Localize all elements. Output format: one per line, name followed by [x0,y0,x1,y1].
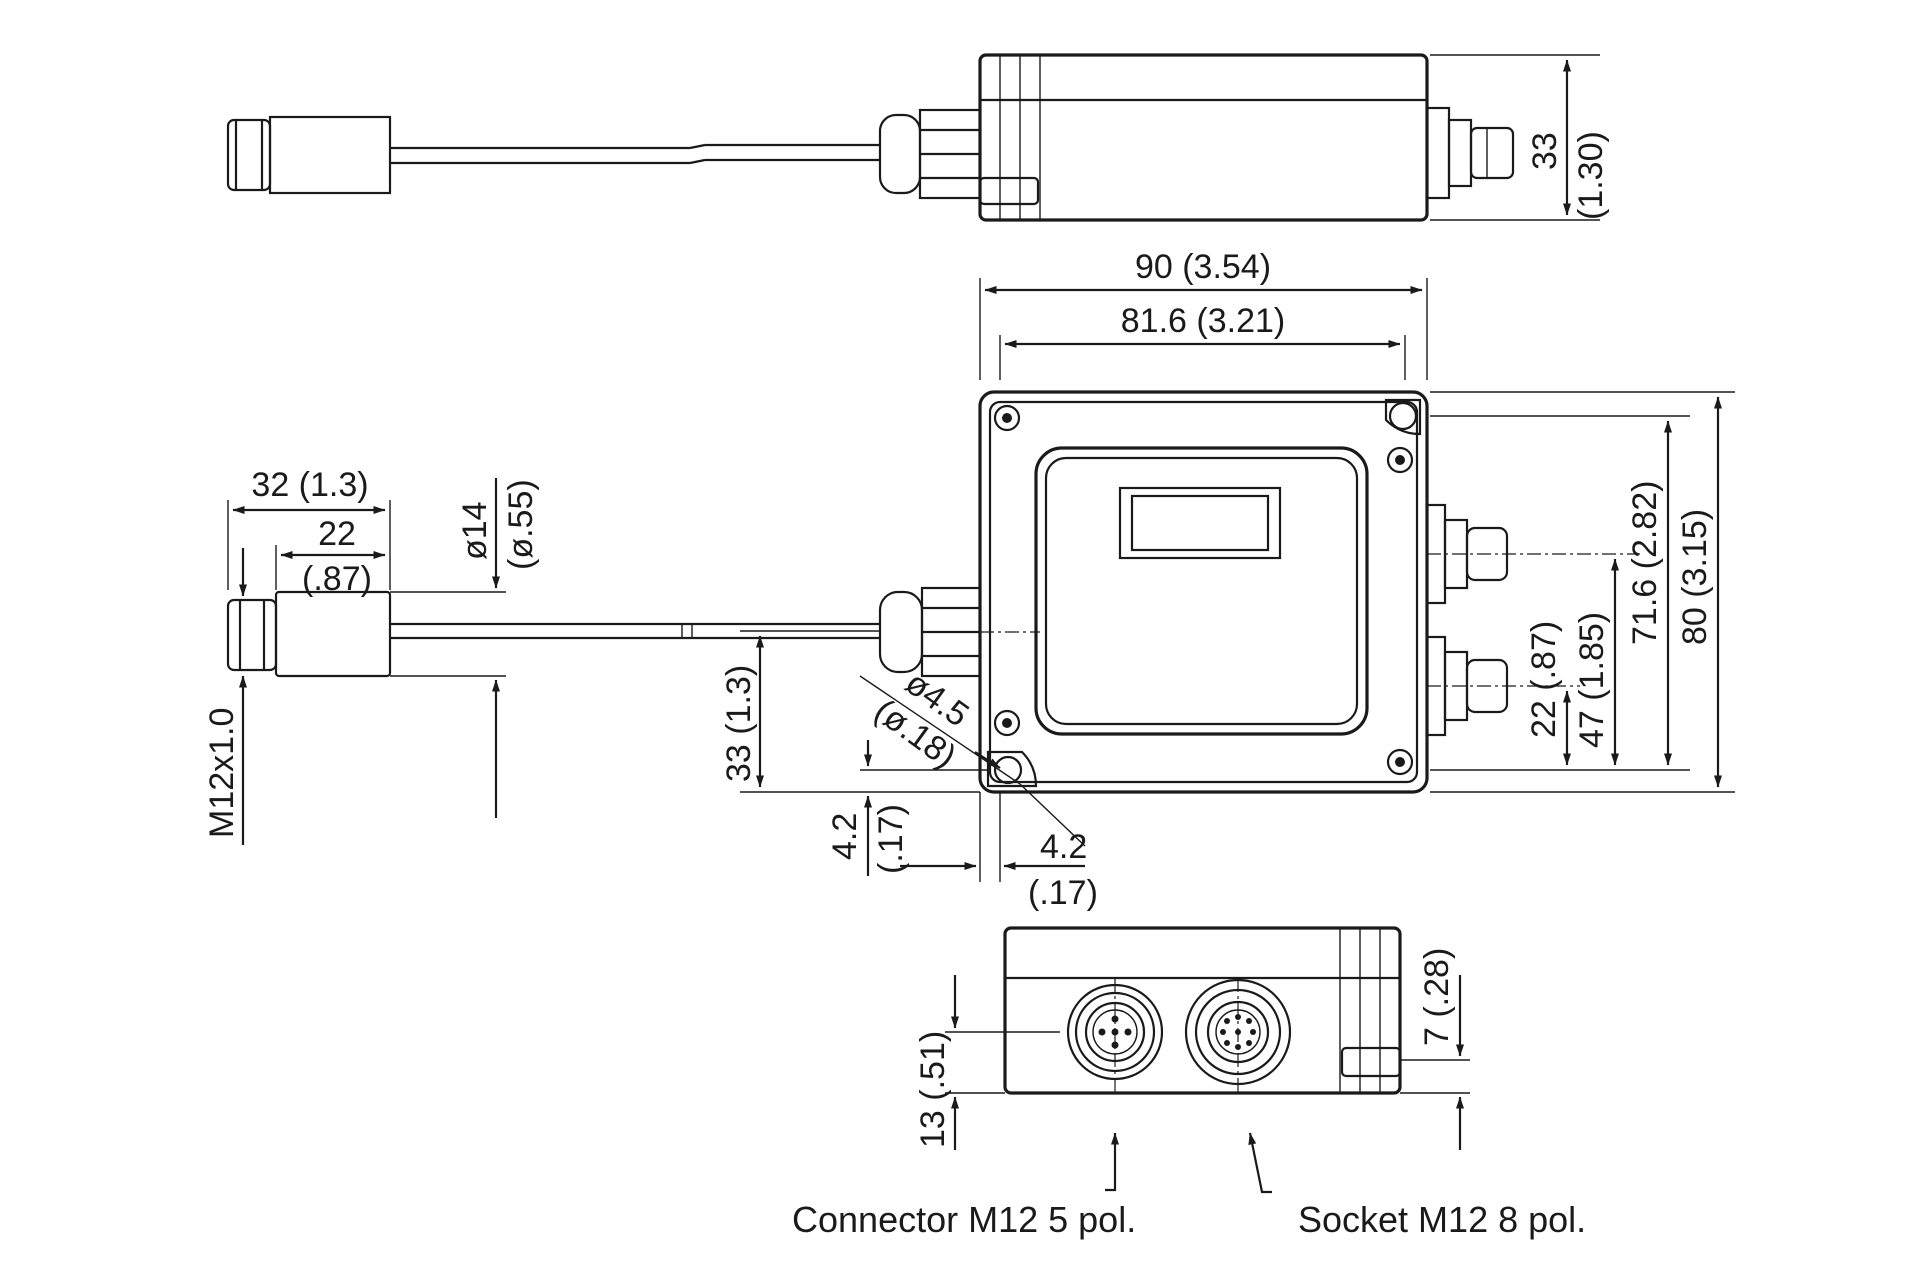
socket-label: Socket M12 8 pol. [1298,1199,1586,1240]
dim-hole-offset-v-in: (.17) [872,804,910,874]
dim-connector-height: 13 (.51) [914,1031,952,1148]
dim-hole-offset-v: 4.2 [826,813,864,860]
connector-view: 13 (.51) 7 (.28) Connector M12 5 pol. So… [792,926,1586,1240]
dim-cable-diameter: ø14 [456,501,494,560]
dim-sensor-length: 32 (1.3) [251,466,368,504]
dim-housing-height-top: 33 [1526,132,1564,170]
front-view: 90 (3.54) 81.6 (3.21) 32 (1.3) 22 (.87) … [203,248,1735,912]
dim-hole-offset-h-in: (.17) [1028,874,1098,912]
dim-sensor-body-length: 22 [318,515,356,553]
dim-hole-offset-h: 4.2 [1040,828,1087,866]
dim-connector-offset-high: 47 (1.85) [1573,612,1611,748]
dim-lid-height: 7 (.28) [1418,948,1456,1046]
mount-hole-icon [993,755,1023,785]
dim-hole-spacing-height: 71.6 (2.82) [1626,481,1664,645]
dim-hole-spacing-width: 81.6 (3.21) [1121,302,1285,340]
dim-overall-height: 80 (3.15) [1676,509,1714,645]
dim-cable-offset: 33 (1.3) [720,665,758,782]
connector-label: Connector M12 5 pol. [792,1199,1136,1240]
screw-icon [993,404,1414,776]
dim-housing-height-top-in: (1.30) [1572,131,1610,220]
dim-cable-diameter-in: (ø.55) [502,479,540,570]
dim-connector-offset-low: 22 (.87) [1525,621,1563,738]
dim-sensor-body-length-in: (.87) [302,560,372,598]
dim-thread: M12x1.0 [203,708,241,838]
mount-hole-icon [1388,401,1418,431]
top-view: 33 (1.30) [226,53,1610,222]
dim-overall-width: 90 (3.54) [1135,248,1271,286]
